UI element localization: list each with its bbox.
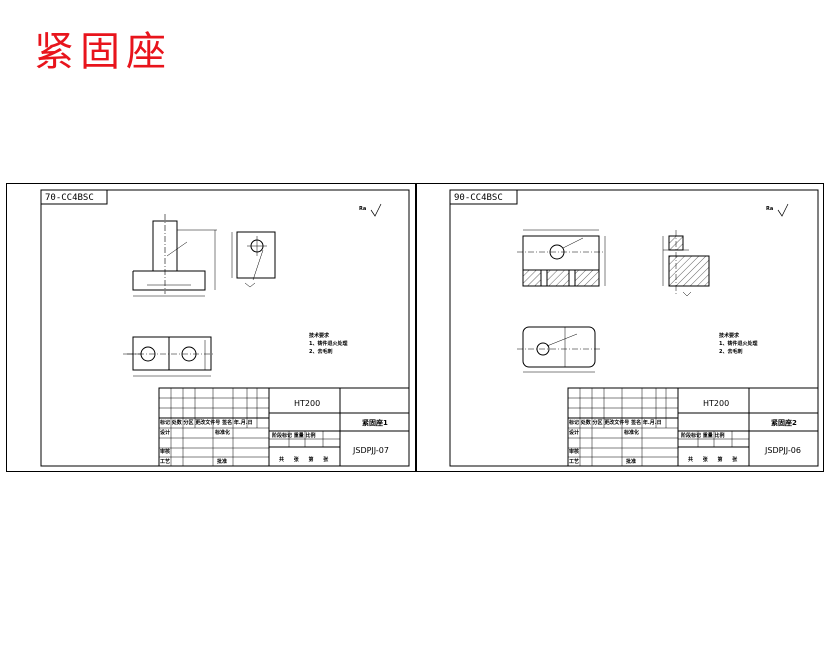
material-label: HT200 xyxy=(294,399,321,408)
part-name: 紧固座1 xyxy=(362,419,388,427)
roughness-symbol: Ra xyxy=(766,206,774,212)
drawing-sheet-2: 90-CC4BSC Ra 技术要求 1、铸件退火处理 2、去毛刺 HT200 紧… xyxy=(416,183,824,472)
tb-sheet-count: 共 张 第 张 xyxy=(279,457,329,463)
tb-sheet-count: 共 张 第 张 xyxy=(688,457,738,463)
drawing-number: JSDPJJ-06 xyxy=(765,446,801,455)
drawing-code: 70-CC4BSC xyxy=(45,193,94,203)
tb-revision-header: 标记 处数 分区 更改文件号 签名 年.月.日 xyxy=(160,420,253,426)
tb-stage-labels: 阶段标记 重量 比例 xyxy=(681,433,725,439)
tb-approve-label: 批准 xyxy=(626,459,637,465)
roughness-symbol: Ra xyxy=(359,206,367,212)
tb-process-label: 工艺 xyxy=(569,459,580,465)
page-title: 紧固座 xyxy=(34,29,172,75)
tb-process-label: 工艺 xyxy=(160,459,171,465)
technical-notes: 技术要求 1、铸件退火处理 2、去毛刺 xyxy=(719,333,758,355)
tb-standard-label: 标准化 xyxy=(624,430,640,436)
drawing-code: 90-CC4BSC xyxy=(454,193,503,203)
tb-standard-label: 标准化 xyxy=(215,430,231,436)
tb-revision-header: 标记 处数 分区 更改文件号 签名 年.月.日 xyxy=(569,420,662,426)
drawing-sheet-1: 70-CC4BSC Ra 技术要求 1、铸件退火处理 2、去毛刺 HT200 紧… xyxy=(6,183,416,472)
material-label: HT200 xyxy=(703,399,730,408)
drawing-sheet-1-lines xyxy=(40,189,410,467)
tb-stage-labels: 阶段标记 重量 比例 xyxy=(272,433,316,439)
part-name: 紧固座2 xyxy=(771,419,797,427)
drawing-sheet-2-lines xyxy=(449,189,819,467)
technical-notes: 技术要求 1、铸件退火处理 2、去毛刺 xyxy=(309,333,348,355)
tb-review-label: 审核 xyxy=(569,449,580,455)
tb-designer-label: 设计 xyxy=(569,430,580,436)
drawing-number: JSDPJJ-07 xyxy=(353,446,389,455)
tb-approve-label: 批准 xyxy=(217,459,228,465)
tb-review-label: 审核 xyxy=(160,449,171,455)
tb-designer-label: 设计 xyxy=(160,430,171,436)
